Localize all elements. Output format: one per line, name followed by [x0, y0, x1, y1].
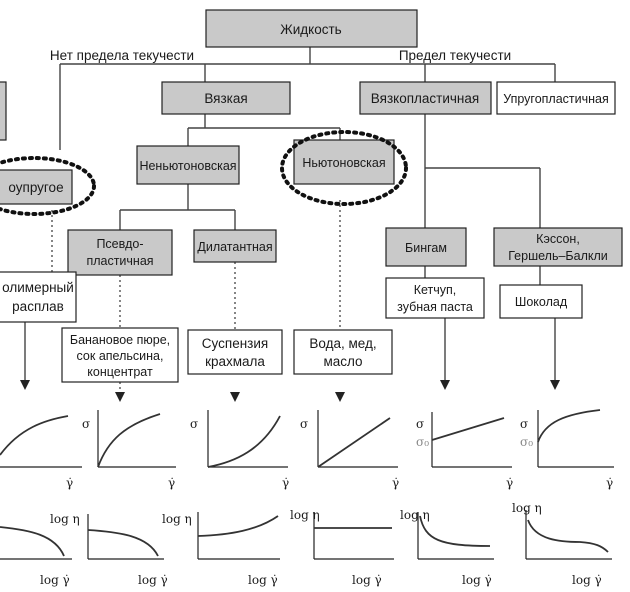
- polymer-example: [0, 271, 77, 323]
- highlight-ellipse: [0, 156, 96, 216]
- sigma-label: σ: [82, 417, 90, 431]
- pseudoplastic-node: [67, 229, 173, 276]
- flow-curve-viscoelastic: γ̇: [0, 415, 82, 490]
- viscoelastic-node: [0, 169, 73, 205]
- water-text-2: масло: [323, 354, 362, 369]
- log-eta-label: log η: [290, 508, 320, 522]
- banana-example: [61, 327, 179, 383]
- gamma-dot-label: γ̇: [506, 476, 513, 490]
- flow-curve-newtonian: σ γ̇: [300, 410, 399, 490]
- casson-node: [493, 227, 623, 267]
- casson-label-1: Кэссон,: [536, 232, 580, 246]
- banana-text-3: концентрат: [87, 365, 153, 379]
- viscous-node: [161, 81, 291, 115]
- flow-curve-pseudoplastic: σ γ̇: [82, 410, 176, 490]
- viscoplastic-label: Вязкопластичная: [371, 91, 479, 106]
- starch-text-1: Суспензия: [202, 336, 268, 351]
- arrow-down-icon: [335, 392, 345, 402]
- sigma-label: σ: [520, 417, 528, 431]
- viscosity-curve-viscoelastic: log γ̇: [0, 526, 72, 587]
- gamma-dot-label: γ̇: [282, 476, 289, 490]
- left-partial-node: [0, 81, 7, 141]
- yield-label: Предел текучести: [399, 48, 511, 63]
- viscoplastic-node: [359, 81, 492, 115]
- water-example: [293, 329, 393, 375]
- viscoelastic-label: оупругое: [8, 180, 63, 195]
- pseudoplastic-label-1: Псевдо-: [96, 237, 143, 251]
- flow-curve-bingham: σ σ₀ γ̇: [416, 412, 513, 490]
- nonnewtonian-label: Неньютоновская: [139, 159, 236, 173]
- nonnewtonian-node: [136, 145, 240, 185]
- elastoplastic-label: Упругопластичная: [503, 92, 609, 106]
- connector-lines: [24, 47, 556, 380]
- dilatant-label: Дилатантная: [197, 240, 272, 254]
- sigma-label: σ: [300, 417, 308, 431]
- sigma-label: σ: [190, 417, 198, 431]
- viscosity-curve-newtonian: log η log γ̇: [290, 508, 394, 587]
- gamma-dot-label: γ̇: [168, 476, 175, 490]
- log-eta-label: log η: [50, 512, 80, 526]
- sigma-label: σ: [416, 417, 424, 431]
- gamma-dot-label: γ̇: [66, 476, 73, 490]
- arrowheads: [20, 380, 560, 402]
- viscosity-curve-dilatant: log η log γ̇: [162, 512, 280, 587]
- chocolate-example: [499, 284, 583, 319]
- no-yield-label: Нет предела текучести: [50, 48, 194, 63]
- log-gamma-dot-label: log γ̇: [248, 573, 278, 587]
- gamma-dot-label: γ̇: [606, 476, 613, 490]
- log-gamma-dot-label: log γ̇: [40, 573, 70, 587]
- flow-curve-casson: σ σ₀ γ̇: [520, 409, 614, 490]
- arrow-down-icon: [230, 392, 240, 402]
- bingham-label: Бингам: [405, 241, 447, 255]
- water-text-1: Вода, мед,: [309, 336, 376, 351]
- pseudoplastic-label-2: пластичная: [86, 254, 153, 268]
- bingham-node: [385, 227, 467, 267]
- banana-text-2: сок апельсина,: [77, 349, 164, 363]
- dilatant-node: [193, 229, 277, 263]
- arrow-down-icon: [20, 380, 30, 390]
- viscous-label: Вязкая: [204, 91, 247, 106]
- root-label: Жидкость: [280, 22, 341, 37]
- newtonian-label: Ньютоновская: [302, 156, 385, 170]
- log-eta-label: log η: [400, 508, 430, 522]
- polymer-text-2: расплав: [12, 299, 64, 314]
- log-gamma-dot-label: log γ̇: [462, 573, 492, 587]
- polymer-text-1: олимерный: [2, 280, 74, 295]
- highlight-ellipse: [280, 130, 408, 206]
- arrow-down-icon: [115, 392, 125, 402]
- log-eta-label: log η: [162, 512, 192, 526]
- chocolate-text: Шоколад: [515, 295, 568, 309]
- viscosity-curve-bingham: log η log γ̇: [400, 508, 494, 587]
- gamma-dot-label: γ̇: [392, 476, 399, 490]
- sigma-0-label: σ₀: [520, 435, 533, 449]
- flow-curve-dilatant: σ γ̇: [190, 410, 289, 490]
- sigma-0-label: σ₀: [416, 435, 429, 449]
- casson-label-2: Гершель–Балкли: [508, 249, 608, 263]
- newtonian-node: [293, 139, 395, 185]
- viscosity-curve-casson: log η log γ̇: [512, 501, 612, 587]
- ketchup-text-2: зубная паста: [397, 300, 473, 314]
- elastoplastic-node: [496, 81, 616, 115]
- starch-example: [187, 329, 283, 375]
- log-gamma-dot-label: log γ̇: [138, 573, 168, 587]
- starch-text-2: крахмала: [205, 354, 265, 369]
- log-gamma-dot-label: log γ̇: [352, 573, 382, 587]
- arrow-down-icon: [550, 380, 560, 390]
- ketchup-text-1: Кетчуп,: [414, 283, 457, 297]
- arrow-down-icon: [440, 380, 450, 390]
- log-eta-label: log η: [512, 501, 542, 515]
- log-gamma-dot-label: log γ̇: [572, 573, 602, 587]
- viscosity-curves-row: log γ̇ log η log γ̇ log η log γ̇ log η l…: [0, 501, 612, 587]
- ketchup-example: [385, 277, 485, 319]
- viscosity-curve-pseudoplastic: log η log γ̇: [50, 512, 168, 587]
- root-node: [205, 9, 418, 48]
- banana-text-1: Банановое пюре,: [70, 333, 170, 347]
- flow-curves-row: γ̇ σ γ̇ σ γ̇ σ γ̇: [0, 409, 614, 490]
